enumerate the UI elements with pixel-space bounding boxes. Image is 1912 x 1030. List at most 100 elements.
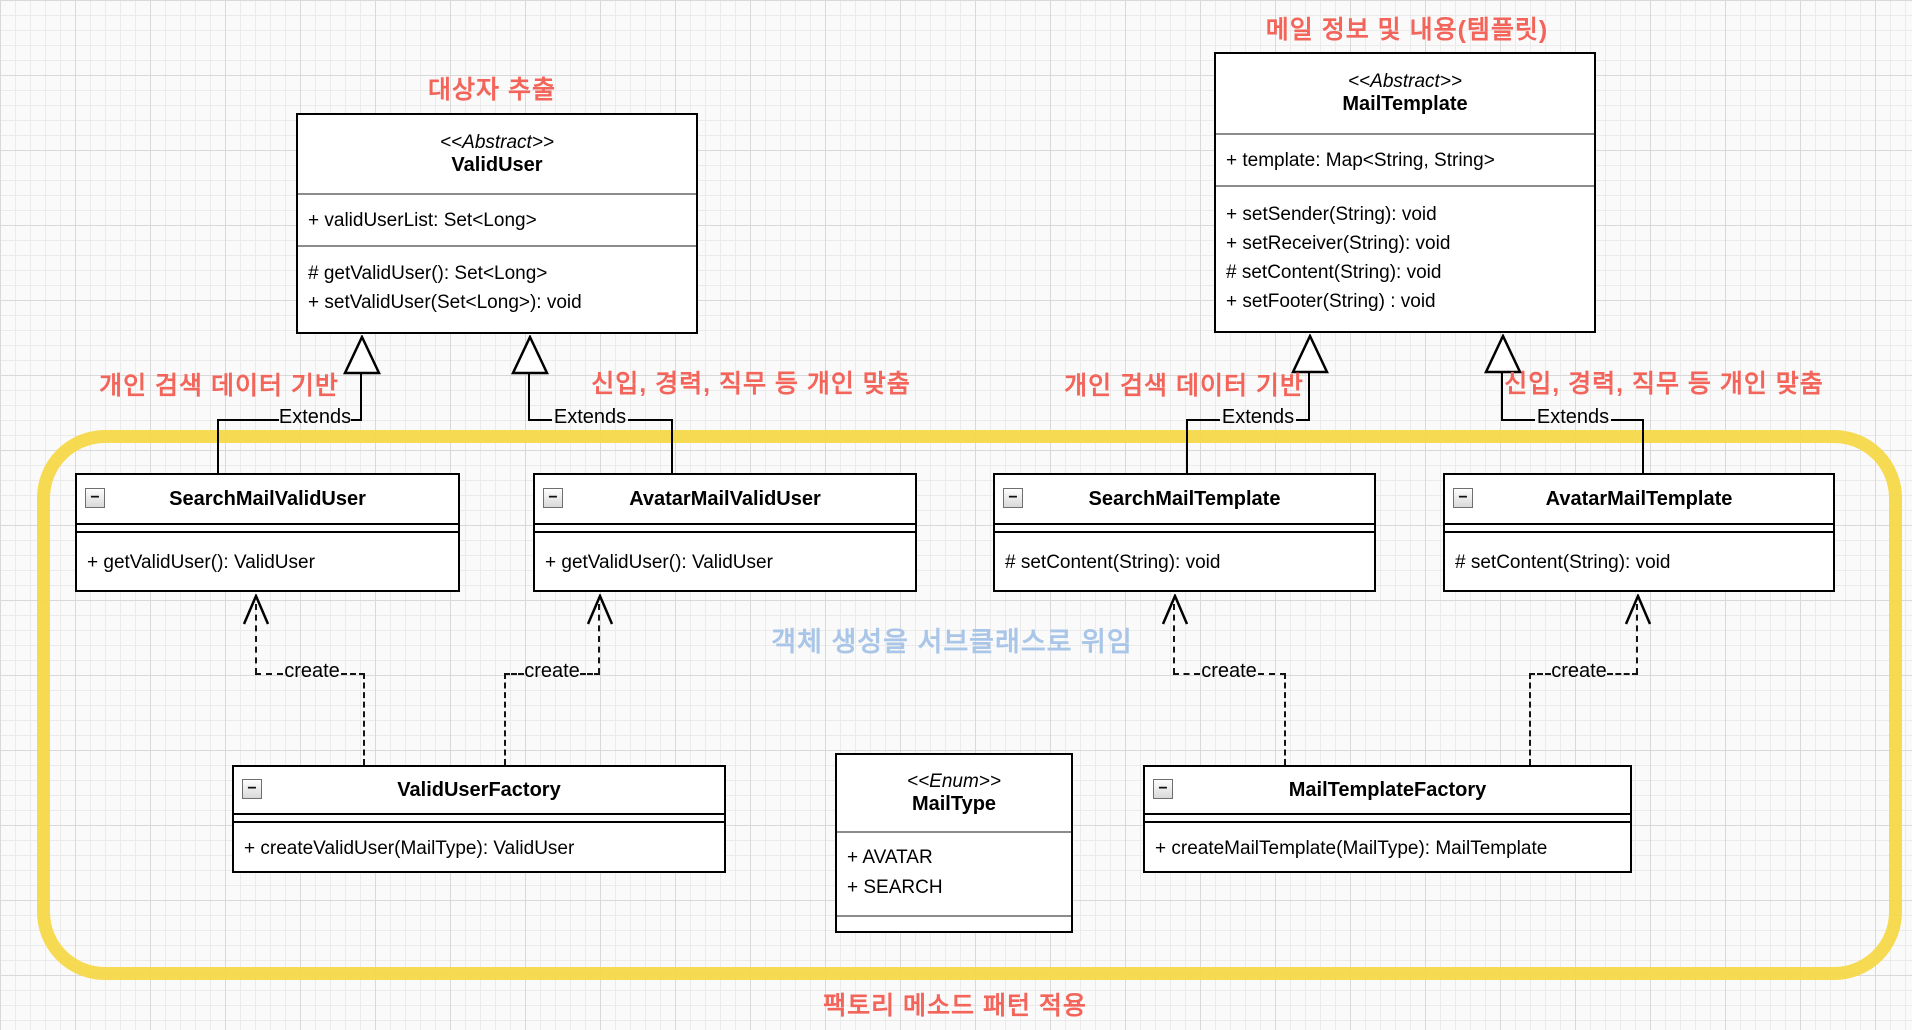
- class-searchmailtemplate[interactable]: − SearchMailTemplate # setContent(String…: [993, 473, 1376, 592]
- extends-line: [671, 419, 673, 473]
- extends-line: [628, 419, 673, 421]
- class-title: − MailTemplateFactory: [1145, 767, 1630, 815]
- create-line: [1529, 673, 1551, 675]
- create-line: [1636, 604, 1638, 674]
- extends-line: [1642, 419, 1644, 473]
- extends-line: [217, 419, 219, 473]
- class-validuser[interactable]: <<Abstract>> ValidUser + validUserList: …: [296, 113, 698, 334]
- class-title: − ValidUserFactory: [234, 767, 724, 815]
- annotation-delegate-note: 객체 생성을 서브클래스로 위임: [771, 627, 1133, 657]
- extends-label: Extends: [553, 406, 627, 428]
- create-line: [255, 604, 257, 674]
- inheritance-arrowhead: [1484, 334, 1522, 374]
- method: + createValidUser(MailType): ValidUser: [244, 837, 575, 859]
- extends-line: [528, 374, 530, 420]
- method: # setContent(String): void: [1226, 262, 1442, 283]
- class-avatarmailtemplate[interactable]: − AvatarMailTemplate # setContent(String…: [1443, 473, 1835, 592]
- class-stereotype: <<Abstract>>: [1347, 71, 1463, 92]
- create-line: [1284, 673, 1286, 765]
- extends-line: [351, 419, 362, 421]
- collapse-icon[interactable]: −: [1453, 488, 1473, 508]
- class-methods: # setContent(String): void: [1445, 531, 1833, 592]
- class-name: AvatarMailValidUser: [629, 487, 821, 510]
- class-name: MailTemplateFactory: [1288, 778, 1487, 801]
- class-searchmailvaliduser[interactable]: − SearchMailValidUser + getValidUser(): …: [75, 473, 460, 592]
- create-arrowhead: [1161, 594, 1189, 625]
- collapse-icon[interactable]: −: [85, 488, 105, 508]
- create-line: [598, 604, 600, 674]
- extends-line: [1501, 419, 1535, 421]
- extends-line: [1501, 373, 1503, 420]
- method: + createMailTemplate(MailType): MailTemp…: [1155, 837, 1548, 859]
- extends-line: [1186, 419, 1220, 421]
- class-title: <<Enum>> MailType: [837, 755, 1071, 831]
- create-line: [1607, 673, 1638, 675]
- create-arrowhead: [242, 594, 270, 625]
- class-validuserfactory[interactable]: − ValidUserFactory + createValidUser(Mai…: [232, 765, 726, 873]
- class-mailtemplatefactory[interactable]: − MailTemplateFactory + createMailTempla…: [1143, 765, 1632, 873]
- method: + setValidUser(Set<Long>): void: [308, 292, 582, 313]
- enum-mailtype[interactable]: <<Enum>> MailType + AVATAR + SEARCH: [835, 753, 1073, 933]
- create-line: [1173, 673, 1200, 675]
- method: + setSender(String): void: [1226, 204, 1437, 225]
- class-title: − SearchMailTemplate: [995, 475, 1374, 525]
- create-line: [341, 673, 365, 675]
- class-stereotype: <<Enum>>: [906, 770, 1002, 792]
- class-name: MailTemplate: [1342, 93, 1468, 115]
- create-line: [1529, 673, 1531, 765]
- create-line: [1258, 673, 1286, 675]
- create-line: [255, 673, 283, 675]
- class-methods: # setContent(String): void: [995, 531, 1374, 592]
- class-title: − AvatarMailTemplate: [1445, 475, 1833, 525]
- class-methods: + createMailTemplate(MailType): MailTemp…: [1145, 821, 1630, 873]
- create-line: [504, 673, 524, 675]
- class-methods: + createValidUser(MailType): ValidUser: [234, 821, 724, 873]
- extends-line: [217, 419, 279, 421]
- class-stereotype: <<Abstract>>: [439, 131, 555, 153]
- class-methods: + getValidUser(): ValidUser: [77, 531, 458, 592]
- class-name: MailType: [911, 792, 997, 815]
- method: # getValidUser(): Set<Long>: [308, 263, 548, 284]
- highlight-outline: [37, 430, 1902, 980]
- collapse-icon[interactable]: −: [242, 779, 262, 799]
- create-label: create: [524, 660, 580, 682]
- extends-line: [360, 374, 362, 420]
- method: # setContent(String): void: [1455, 552, 1671, 573]
- extends-line: [528, 419, 552, 421]
- create-arrowhead: [586, 594, 614, 625]
- class-methods: + getValidUser(): ValidUser: [535, 531, 915, 592]
- create-label: create: [1201, 660, 1257, 682]
- create-label: create: [284, 660, 340, 682]
- annotation-factory-note: 팩토리 메소드 패턴 적용: [823, 992, 1087, 1020]
- class-avatarmailvaliduser[interactable]: − AvatarMailValidUser + getValidUser(): …: [533, 473, 917, 592]
- method: + getValidUser(): ValidUser: [545, 552, 773, 573]
- annotation-personal-custom-right: 신입, 경력, 직무 등 개인 맞춤: [1504, 370, 1824, 398]
- class-attributes: + validUserList: Set<Long>: [298, 193, 696, 245]
- extends-label: Extends: [278, 406, 352, 428]
- collapse-icon[interactable]: −: [543, 488, 563, 508]
- extends-label: Extends: [1536, 406, 1610, 428]
- collapse-icon[interactable]: −: [1153, 779, 1173, 799]
- class-title: − SearchMailValidUser: [77, 475, 458, 525]
- enum-values: + AVATAR + SEARCH: [837, 831, 1071, 915]
- annotation-personal-custom-left: 신입, 경력, 직무 등 개인 맞춤: [591, 370, 911, 398]
- class-methods: # getValidUser(): Set<Long> + setValidUs…: [298, 245, 696, 317]
- collapse-icon[interactable]: −: [1003, 488, 1023, 508]
- class-name: SearchMailValidUser: [169, 487, 366, 510]
- inheritance-arrowhead: [1291, 334, 1329, 374]
- annotation-mail-info: 메일 정보 및 내용(템플릿): [1265, 16, 1549, 44]
- class-mailtemplate[interactable]: <<Abstract>> MailTemplate + template: Ma…: [1214, 52, 1596, 333]
- class-title: <<Abstract>> MailTemplate: [1216, 54, 1594, 133]
- create-line: [580, 673, 600, 675]
- create-label: create: [1551, 660, 1607, 682]
- method: + setReceiver(String): void: [1226, 233, 1451, 254]
- class-name: SearchMailTemplate: [1088, 487, 1281, 510]
- annotation-personal-search-left: 개인 검색 데이터 기반: [99, 372, 339, 400]
- annotation-personal-search-right: 개인 검색 데이터 기반: [1064, 372, 1304, 400]
- inheritance-arrowhead: [343, 335, 381, 375]
- inheritance-arrowhead: [511, 335, 549, 375]
- extends-line: [1308, 373, 1310, 420]
- attribute: + template: Map<String, String>: [1226, 149, 1495, 171]
- class-title: − AvatarMailValidUser: [535, 475, 915, 525]
